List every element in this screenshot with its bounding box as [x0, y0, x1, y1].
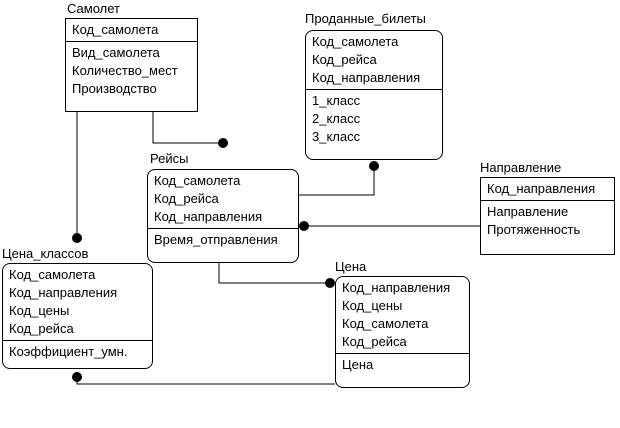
rel-reisy-prodannye-bilety [299, 166, 375, 196]
attribute-field: Время_отправления [154, 232, 278, 247]
rel-end-dot [72, 372, 82, 382]
rel-end-dot [72, 233, 82, 243]
attribute-field: Производство [72, 81, 157, 96]
key-field: Код_самолета [312, 34, 399, 49]
attribute-field: Количество_мест [72, 63, 178, 78]
key-section: Код_самолета Код_рейса Код_направления [148, 170, 298, 229]
attribute-field: Цена [342, 357, 374, 372]
attribute-field: Коэффициент_умн. [9, 344, 128, 359]
rel-end-dot [369, 161, 379, 171]
key-field: Код_самолета [72, 22, 159, 37]
entity-title-samolet: Самолет [67, 1, 120, 16]
attribute-section: Вид_самолета Количество_мест Производств… [66, 42, 197, 100]
attribute-field: Протяженность [487, 222, 581, 237]
key-field: Код_самолета [9, 267, 96, 282]
entity-cena-klassov[interactable]: Код_самолета Код_направления Код_цены Ко… [2, 263, 153, 369]
attribute-section: Направление Протяженность [481, 201, 614, 241]
key-field: Код_направления [312, 70, 421, 85]
key-field: Код_самолета [342, 316, 429, 331]
entity-prodannye-bilety[interactable]: Код_самолета Код_рейса Код_направления 1… [305, 30, 443, 160]
key-section: Код_направления [481, 178, 614, 201]
entity-cena[interactable]: Код_направления Код_цены Код_самолета Ко… [335, 276, 470, 388]
attribute-section: 1_класс 2_класс 3_класс [306, 90, 442, 148]
rel-end-dot [299, 221, 309, 231]
attribute-section: Время_отправления [148, 229, 298, 251]
key-field: Код_рейса [9, 321, 74, 336]
rel-reisy-cena [218, 263, 330, 284]
key-field: Код_направления [487, 181, 596, 196]
attribute-field: 2_класс [312, 111, 361, 126]
attribute-field: Вид_самолета [72, 45, 160, 60]
key-field: Код_самолета [154, 173, 241, 188]
attribute-field: Направление [487, 204, 569, 219]
key-field: Код_цены [9, 303, 70, 318]
rel-end-dot [325, 278, 335, 288]
key-field: Код_цены [342, 298, 403, 313]
key-field: Код_направления [154, 209, 263, 224]
key-section: Код_направления Код_цены Код_самолета Ко… [336, 277, 469, 354]
entity-title-cena-klassov: Цена_классов [2, 246, 89, 261]
attribute-field: 3_класс [312, 129, 361, 144]
entity-title-napravlenie: Направление [480, 160, 562, 175]
rel-end-dot [218, 138, 228, 148]
entity-title-reisy: Рейсы [150, 151, 189, 166]
key-field: Код_направления [342, 280, 451, 295]
key-section: Код_самолета Код_направления Код_цены Ко… [3, 264, 152, 341]
key-field: Код_рейса [154, 191, 219, 206]
rel-cena-cena-klassov [76, 377, 335, 385]
attribute-field: 1_класс [312, 93, 361, 108]
key-section: Код_самолета [66, 19, 197, 42]
attribute-section: Цена [336, 354, 469, 376]
rel-samolet-reisy [152, 112, 223, 144]
entity-samolet[interactable]: Код_самолета Вид_самолета Количество_мес… [65, 18, 198, 112]
key-field: Код_направления [9, 285, 118, 300]
entity-title-prodannye-bilety: Проданные_билеты [305, 11, 426, 26]
key-section: Код_самолета Код_рейса Код_направления [306, 31, 442, 90]
entity-title-cena: Цена [335, 259, 367, 274]
entity-reisy[interactable]: Код_самолета Код_рейса Код_направления В… [147, 169, 299, 263]
attribute-section: Коэффициент_умн. [3, 341, 152, 363]
entity-napravlenie[interactable]: Код_направления Направление Протяженност… [480, 177, 615, 255]
key-field: Код_рейса [342, 334, 407, 349]
key-field: Код_рейса [312, 52, 377, 67]
